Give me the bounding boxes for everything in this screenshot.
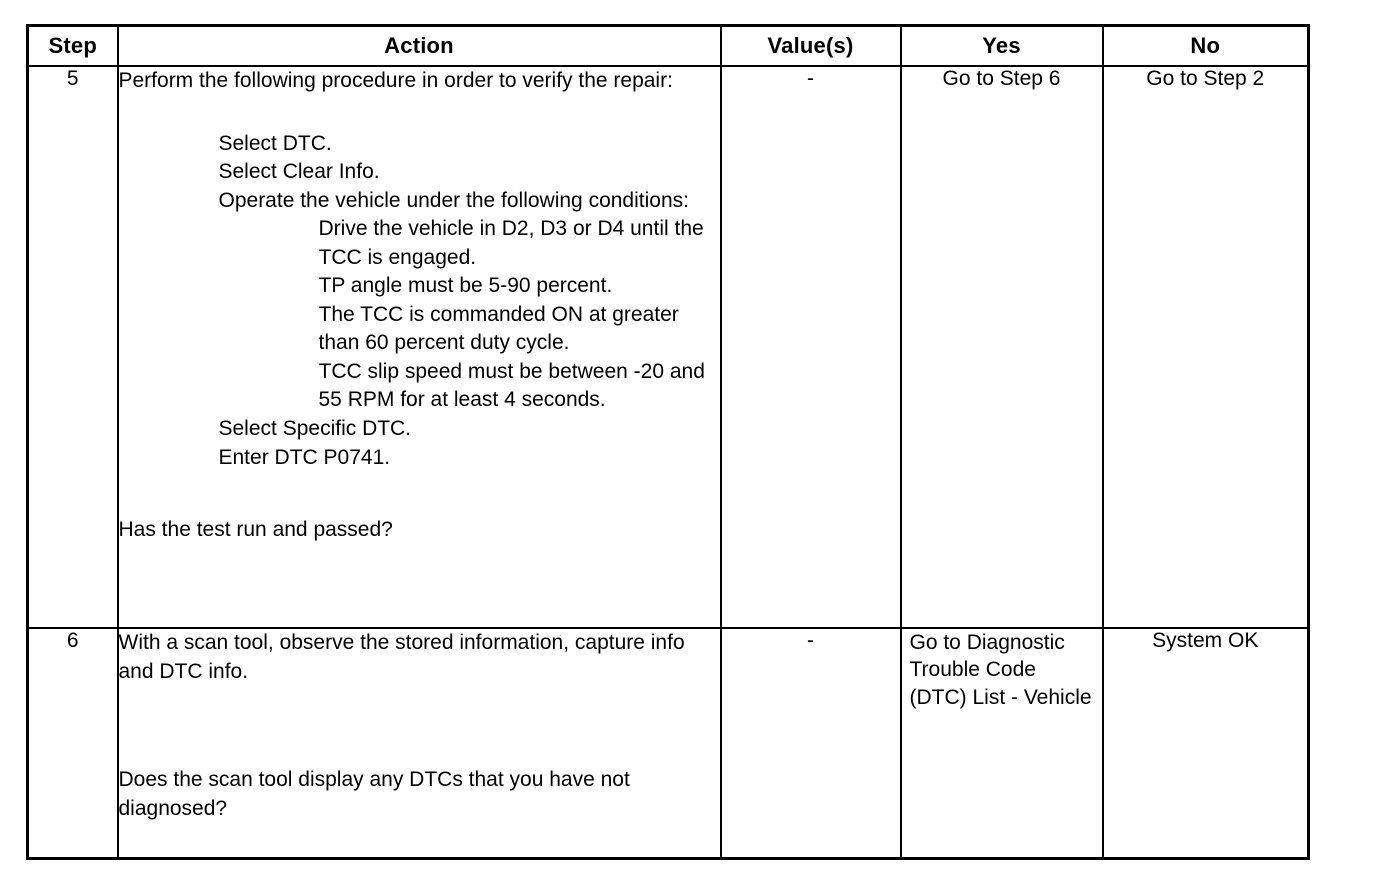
spacer (119, 686, 720, 748)
yes-result-cell: Go to Step 6 (899, 65, 1104, 629)
action-substep: Operate the vehicle under the following … (218, 188, 689, 212)
table-row: 5 Perform the following procedure in ord… (26, 65, 1310, 629)
action-substep: Select Clear Info. (218, 160, 380, 184)
spacer (119, 748, 720, 766)
action-substep: Select DTC. (218, 131, 332, 155)
value-cell: - (719, 65, 902, 629)
yes-result-cell: Go to Diagnostic Trouble Code (DTC) List… (899, 627, 1104, 860)
value-cell: - (719, 627, 902, 860)
spacer (119, 96, 720, 130)
action-condition: Drive the vehicle in D2, D3 or D4 until … (318, 217, 710, 269)
column-header-values: Value(s) (719, 24, 902, 67)
step-number: 6 (26, 627, 119, 860)
table-row: 6 With a scan tool, observe the stored i… (26, 627, 1310, 860)
yes-result-text: Go to Step 6 (942, 67, 1061, 90)
action-intro-text: Perform the following procedure in order… (118, 69, 673, 92)
yes-result-text: Go to Diagnostic Trouble Code (DTC) List… (909, 631, 1092, 709)
action-condition: The TCC is commanded ON at greater than … (318, 302, 685, 355)
spacer (119, 472, 720, 516)
diagnostic-procedure-table: Step Action Value(s) Yes No 5 Perform th… (26, 24, 1310, 860)
action-question: Does the scan tool display any DTCs that… (118, 768, 636, 820)
action-condition: TP angle must be 5-90 percent. (318, 274, 613, 298)
column-header-yes: Yes (899, 24, 1104, 67)
action-intro-text: With a scan tool, observe the stored inf… (118, 631, 691, 683)
action-substep: Enter DTC P0741. (218, 445, 391, 469)
action-substep: Select Specific DTC. (218, 417, 412, 441)
no-result-cell: System OK (1101, 627, 1310, 860)
action-content: With a scan tool, observe the stored inf… (116, 627, 722, 860)
action-condition: TCC slip speed must be between -20 and 5… (318, 359, 711, 412)
step-number: 5 (26, 65, 119, 629)
no-result-cell: Go to Step 2 (1101, 65, 1310, 629)
action-content: Perform the following procedure in order… (116, 65, 722, 629)
table-header-row: Step Action Value(s) Yes No (26, 24, 1310, 67)
column-header-step: Step (26, 24, 119, 67)
column-header-action: Action (116, 24, 722, 67)
action-question: Has the test run and passed? (118, 518, 393, 542)
no-result-text: System OK (1152, 629, 1259, 652)
column-header-no: No (1101, 24, 1310, 67)
no-result-text: Go to Step 2 (1146, 67, 1265, 90)
